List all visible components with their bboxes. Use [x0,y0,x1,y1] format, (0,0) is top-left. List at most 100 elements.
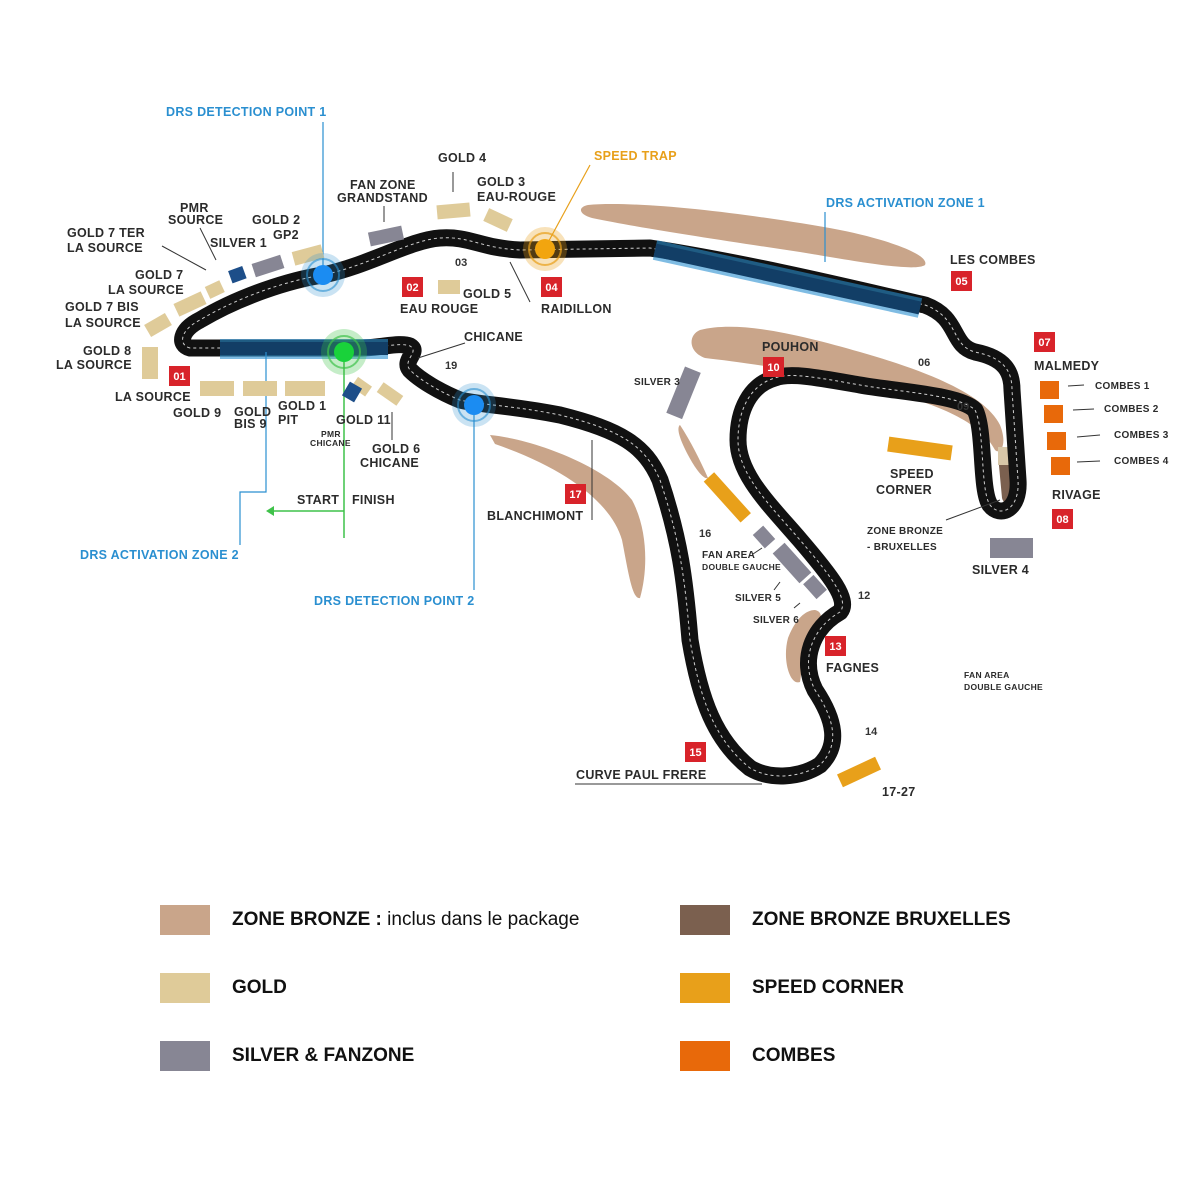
gold3-label: GOLD 3 [477,175,525,189]
raidillon-label: RAIDILLON [541,302,612,316]
stand-gold8 [142,347,158,379]
finish-label: FINISH [352,493,395,507]
malmedy-label: MALMEDY [1034,359,1100,373]
leader-chicane [417,342,466,359]
leader-silver6 [793,602,801,609]
turn-06: 06 [918,357,930,369]
stand-speed-trap-zone [703,472,751,523]
legend-swatch [160,905,210,935]
turn-09: 09 [957,401,969,413]
gold-bis9-sub-label: BIS 9 [234,417,267,431]
leader-silver5 [773,581,781,591]
gold2-sub-label: GP2 [273,228,299,242]
stand-gold-bis9 [243,381,277,396]
legend-item-zone-bronze-bruxelles: ZONE BRONZE BRUXELLES [680,905,1060,935]
corner-box-15 [685,742,706,762]
gold7-label: GOLD 7 [135,268,183,282]
combes2-label: COMBES 2 [1104,404,1159,415]
legend-label-note: inclus dans le package [381,909,580,930]
stand-gold2 [291,244,325,266]
legend-label: SPEED CORNER [752,977,905,998]
rivage-label: RIVAGE [1052,488,1101,502]
chicane-label: CHICANE [464,330,523,344]
corner-number-05: 05 [955,276,967,288]
corner-box-13 [825,636,846,656]
leader-combes2 [1072,408,1095,411]
fagnes-label: FAGNES [826,661,879,675]
drs-detection-1-marker [301,253,345,297]
legend-swatch [160,1041,210,1071]
leader-bruxelles [945,499,1001,521]
speed-corner-sub-label: CORNER [876,483,932,497]
corner-box-01 [169,366,190,386]
drs-activation-2-line [239,352,267,545]
turn-12: 12 [858,590,870,602]
stand-gold3 [483,208,513,232]
legend-label: COMBES [752,1045,836,1066]
legend-item-silver-fanzone: SILVER & FANZONE [160,1041,680,1071]
gold8-sub-label: LA SOURCE [56,358,132,372]
pmr-source-label: PMR [180,201,209,215]
corner-box-02 [402,277,423,297]
leader-combes1 [1067,384,1085,387]
legend-label-bold: ZONE BRONZE : [232,909,382,930]
corner-number-07: 07 [1038,337,1050,349]
curve-paul-frere-label: CURVE PAUL FRERE [576,768,707,782]
les-combes-label: LES COMBES [950,253,1036,267]
stand-speed-corner [887,436,953,461]
turn-16: 16 [699,528,711,540]
bronze-zone-kemmel [580,204,926,268]
gold6-sub-label: CHICANE [360,456,419,470]
bronze-zone-stavelot-small [678,425,708,479]
pmr-source-sub-label: SOURCE [168,213,223,227]
gold7bis-sub-label: LA SOURCE [65,316,141,330]
leader-fan-area [752,547,763,555]
speed-corner-label: SPEED [890,467,934,481]
stand-gold7ter [204,280,225,299]
corner-number-01: 01 [173,371,185,383]
stand-silver5 [772,542,812,584]
speed-trap-label: SPEED TRAP [594,149,677,163]
pmr-chicane-sub-label: CHICANE [310,438,351,448]
stand-pmr-chicane [341,381,363,403]
gold4-label: GOLD 4 [438,151,486,165]
legend-label: ZONE BRONZE BRUXELLES [752,909,1011,930]
leader-combes4 [1076,460,1101,463]
gold1-pit-sub-label: PIT [278,413,298,427]
leader-combes3 [1076,434,1101,438]
gold2-label: GOLD 2 [252,213,300,227]
stand-fan-area [752,525,776,549]
track-centerline [182,237,1019,777]
leader-raidillon [509,261,531,303]
zone-bronze-bruxelles-sub-label: - BRUXELLES [867,542,937,553]
drs-activation-2-label: DRS ACTIVATION ZONE 2 [80,548,239,562]
legend-swatch [680,905,730,935]
gold-bis9-label: GOLD [234,405,271,419]
eau-rouge-label: EAU ROUGE [400,302,478,316]
silver6-label: SILVER 6 [753,615,799,626]
legend-item-speed-corner: SPEED CORNER [680,973,1060,1003]
gold7-sub-label: LA SOURCE [108,283,184,297]
fan-area-label: FAN AREA [702,550,755,561]
start-label: START [297,493,339,507]
combes3-label: COMBES 3 [1114,430,1169,441]
start-finish-marker [321,329,367,375]
stand-17-27-label: 17-27 [882,785,915,799]
legend-swatch [160,973,210,1003]
corner-box-07 [1034,332,1055,352]
silver4-label: SILVER 4 [972,563,1029,577]
fan-area-2-label: FAN AREA [964,670,1010,680]
gold9-label: GOLD 9 [173,406,221,420]
legend-swatch [680,973,730,1003]
combes1-label: COMBES 1 [1095,381,1150,392]
stand-combes1 [1040,381,1059,399]
corner-number-08: 08 [1056,514,1068,526]
gold7ter-sub-label: LA SOURCE [67,241,143,255]
drs-zone-1-core [653,243,922,315]
stand-gold4 [436,202,471,220]
la-source-label: LA SOURCE [115,390,191,404]
start-arrow-icon [266,506,274,516]
legend-swatch [680,1041,730,1071]
